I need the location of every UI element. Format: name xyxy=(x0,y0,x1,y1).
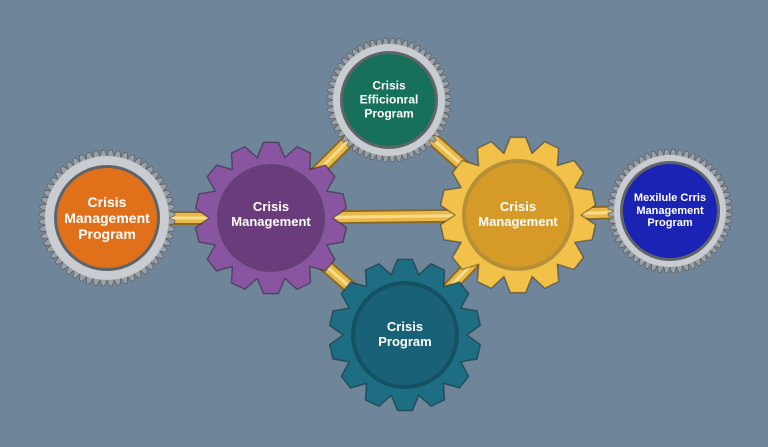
gear-face xyxy=(57,168,157,268)
gear-left xyxy=(38,149,176,287)
gear-teal xyxy=(328,258,482,412)
gear-face xyxy=(221,168,321,268)
gear-right xyxy=(607,148,733,274)
gear-face xyxy=(343,54,435,146)
gear-face xyxy=(355,285,455,385)
gear-top xyxy=(326,37,452,163)
gear-face xyxy=(623,164,717,258)
gear-gold xyxy=(439,136,597,294)
gear-face xyxy=(466,163,570,267)
gear-purple xyxy=(194,141,348,295)
